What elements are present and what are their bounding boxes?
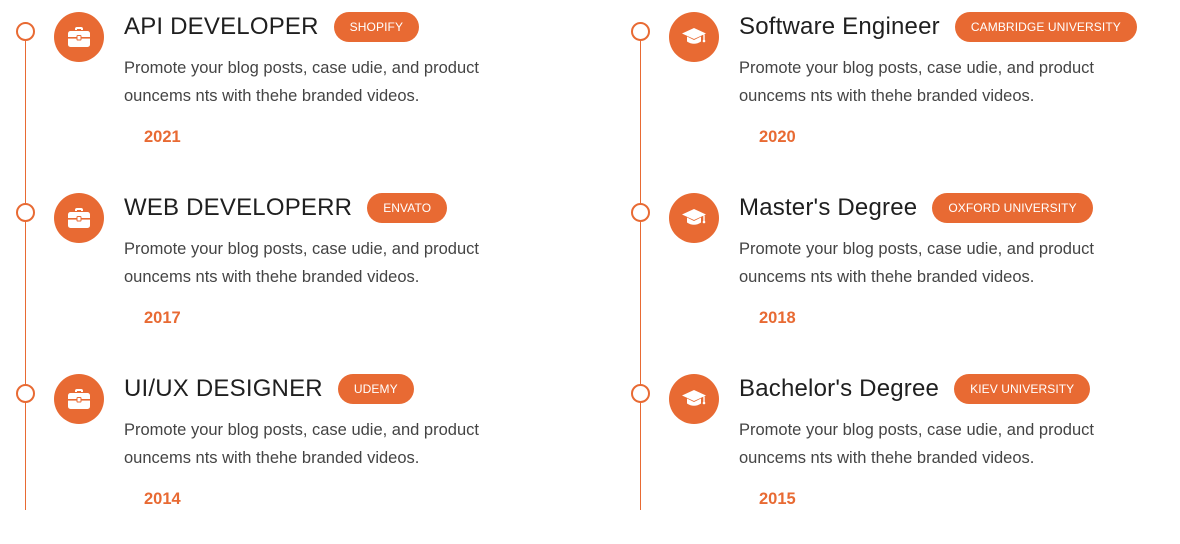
timeline-title: Software Engineer bbox=[739, 13, 940, 40]
timeline-title-row: Software Engineer CAMBRIDGE UNIVERSITY bbox=[739, 12, 1137, 42]
timeline-description: Promote your blog posts, case udie, and … bbox=[739, 416, 1159, 472]
timeline-line bbox=[25, 30, 26, 510]
education-timeline: Software Engineer CAMBRIDGE UNIVERSITY P… bbox=[615, 0, 1175, 532]
university-badge: OXFORD UNIVERSITY bbox=[932, 193, 1093, 223]
timeline-item: Software Engineer CAMBRIDGE UNIVERSITY P… bbox=[615, 12, 1175, 182]
timeline-item: WEB DEVELOPERR ENVATO Promote your blog … bbox=[0, 193, 560, 363]
timeline-year: 2018 bbox=[759, 309, 796, 327]
timeline-dot bbox=[16, 22, 35, 41]
timeline-title-row: API DEVELOPER SHOPIFY bbox=[124, 12, 420, 42]
timeline-dot bbox=[631, 22, 650, 41]
timeline-item: Master's Degree OXFORD UNIVERSITY Promot… bbox=[615, 193, 1175, 363]
description-line: Promote your blog posts, case udie, and … bbox=[739, 59, 1094, 77]
timeline-year: 2015 bbox=[759, 490, 796, 508]
timeline-item: API DEVELOPER SHOPIFY Promote your blog … bbox=[0, 12, 560, 182]
timeline-year: 2017 bbox=[144, 309, 181, 327]
university-badge: CAMBRIDGE UNIVERSITY bbox=[954, 12, 1137, 42]
description-line: Promote your blog posts, case udie, and … bbox=[739, 240, 1094, 258]
timeline-dot bbox=[631, 384, 650, 403]
timeline-title-row: WEB DEVELOPERR ENVATO bbox=[124, 193, 448, 223]
timeline-year: 2021 bbox=[144, 128, 181, 146]
description-line: ouncems nts with thehe branded videos. bbox=[739, 449, 1035, 467]
description-line: Promote your blog posts, case udie, and … bbox=[124, 240, 479, 258]
timeline-description: Promote your blog posts, case udie, and … bbox=[739, 235, 1159, 291]
graduation-cap-icon bbox=[669, 374, 719, 424]
briefcase-icon bbox=[54, 374, 104, 424]
description-line: Promote your blog posts, case udie, and … bbox=[124, 59, 479, 77]
timeline-description: Promote your blog posts, case udie, and … bbox=[739, 54, 1159, 110]
timeline-dot bbox=[16, 203, 35, 222]
timeline-year: 2014 bbox=[144, 490, 181, 508]
description-line: ouncems nts with thehe branded videos. bbox=[739, 87, 1035, 105]
timeline-title-row: Master's Degree OXFORD UNIVERSITY bbox=[739, 193, 1093, 223]
description-line: ouncems nts with thehe branded videos. bbox=[124, 449, 420, 467]
timeline-title-row: Bachelor's Degree KIEV UNIVERSITY bbox=[739, 374, 1091, 404]
description-line: ouncems nts with thehe branded videos. bbox=[739, 268, 1035, 286]
timeline-title: Master's Degree bbox=[739, 194, 918, 221]
timeline-dot bbox=[16, 384, 35, 403]
timeline-description: Promote your blog posts, case udie, and … bbox=[124, 416, 544, 472]
graduation-cap-icon bbox=[669, 193, 719, 243]
university-badge: KIEV UNIVERSITY bbox=[954, 374, 1091, 404]
description-line: Promote your blog posts, case udie, and … bbox=[739, 421, 1094, 439]
description-line: ouncems nts with thehe branded videos. bbox=[124, 87, 420, 105]
experience-timeline: API DEVELOPER SHOPIFY Promote your blog … bbox=[0, 0, 560, 532]
timeline-dot bbox=[631, 203, 650, 222]
timeline-title: API DEVELOPER bbox=[124, 13, 319, 40]
timeline-line bbox=[640, 30, 641, 510]
timeline-title: UI/UX DESIGNER bbox=[124, 375, 323, 402]
graduation-cap-icon bbox=[669, 12, 719, 62]
description-line: ouncems nts with thehe branded videos. bbox=[124, 268, 420, 286]
company-badge: UDEMY bbox=[337, 374, 414, 404]
timeline-description: Promote your blog posts, case udie, and … bbox=[124, 54, 544, 110]
timeline-title: Bachelor's Degree bbox=[739, 375, 940, 402]
briefcase-icon bbox=[54, 12, 104, 62]
timeline-year: 2020 bbox=[759, 128, 796, 146]
timeline-item: UI/UX DESIGNER UDEMY Promote your blog p… bbox=[0, 374, 560, 544]
timeline-item: Bachelor's Degree KIEV UNIVERSITY Promot… bbox=[615, 374, 1175, 544]
timeline-title: WEB DEVELOPERR bbox=[124, 194, 353, 221]
description-line: Promote your blog posts, case udie, and … bbox=[124, 421, 479, 439]
timeline-description: Promote your blog posts, case udie, and … bbox=[124, 235, 544, 291]
timeline-title-row: UI/UX DESIGNER UDEMY bbox=[124, 374, 414, 404]
briefcase-icon bbox=[54, 193, 104, 243]
company-badge: ENVATO bbox=[367, 193, 448, 223]
company-badge: SHOPIFY bbox=[333, 12, 420, 42]
